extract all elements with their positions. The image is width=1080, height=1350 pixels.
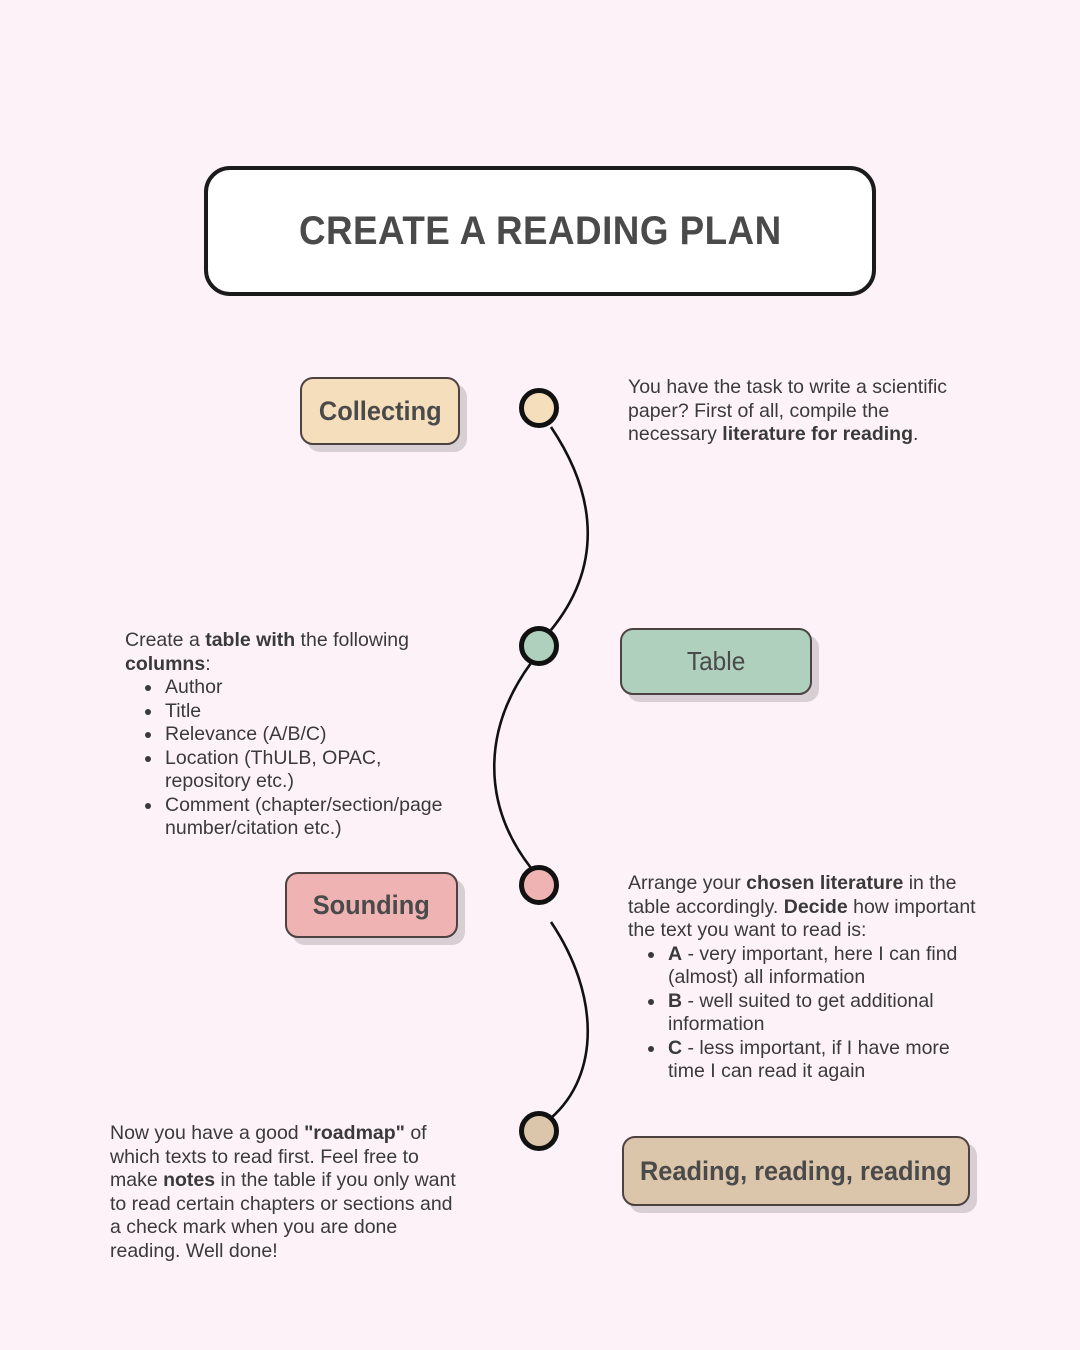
description-collecting-part-a: You have the task to write a scientific … — [628, 376, 948, 445]
description-reading-part-c: in the table if you only want to read ce… — [110, 1169, 456, 1262]
description-table-part-c: : — [205, 652, 211, 675]
description-sounding: Arrange your chosen literature in the ta… — [628, 872, 990, 1084]
step-label-sounding: Sounding — [285, 872, 458, 938]
step-label-collecting: Collecting — [300, 377, 460, 445]
timeline-node-sounding — [519, 865, 559, 905]
step-label-reading: Reading, reading, reading — [622, 1136, 970, 1206]
list-item: Author — [163, 676, 465, 700]
description-collecting-emphasis: literature for reading — [722, 423, 914, 445]
connector-segment-1 — [549, 426, 590, 631]
description-table-list: Author Title Relevance (A/B/C) Location … — [125, 676, 465, 841]
description-table-paragraph: Create a table with the following column… — [125, 629, 465, 676]
timeline-node-collecting — [519, 388, 559, 428]
list-item: B - well suited to get additional inform… — [666, 990, 990, 1037]
description-table-emphasis-2: columns — [125, 652, 206, 675]
description-table-part-a: Create a — [125, 629, 206, 651]
description-table-emphasis-1: table with — [205, 629, 296, 651]
step-label-collecting-text: Collecting — [318, 395, 442, 426]
step-label-sounding-text: Sounding — [312, 889, 431, 920]
description-reading: Now you have a good "roadmap" of which t… — [110, 1122, 462, 1263]
list-item: Location (ThULB, OPAC, repository etc.) — [163, 747, 465, 794]
description-sounding-part-a: Arrange your — [628, 872, 747, 894]
description-collecting-part-b: . — [913, 423, 919, 445]
list-item-text: - well suited to get additional informat… — [668, 989, 934, 1036]
timeline-node-reading — [519, 1111, 559, 1151]
description-table: Create a table with the following column… — [125, 629, 465, 841]
page-title-box: CREATE A READING PLAN — [204, 166, 876, 296]
description-sounding-part-b: in the table accordingly. — [628, 872, 957, 918]
connector-segment-3 — [549, 921, 590, 1119]
description-table-part-b: the following — [295, 629, 409, 651]
description-reading-paragraph: Now you have a good "roadmap" of which t… — [110, 1122, 462, 1263]
list-item-key: B — [668, 989, 683, 1012]
connector-segment-2 — [492, 662, 533, 869]
description-reading-emphasis-2: notes — [163, 1169, 216, 1191]
list-item: Title — [163, 700, 465, 724]
timeline-node-table — [519, 626, 559, 666]
list-item: C - less important, if I have more time … — [666, 1037, 990, 1084]
step-label-table: Table — [620, 628, 812, 695]
list-item-text: - less important, if I have more time I … — [668, 1036, 950, 1083]
list-item: Comment (chapter/section/page number/cit… — [163, 794, 465, 841]
description-reading-part-a: Now you have a good — [110, 1122, 305, 1144]
step-label-table-text: Table — [686, 646, 746, 676]
description-sounding-emphasis-2: Decide — [783, 895, 848, 918]
list-item: A - very important, here I can find (alm… — [666, 943, 990, 990]
description-collecting: You have the task to write a scientific … — [628, 376, 980, 447]
description-sounding-paragraph: Arrange your chosen literature in the ta… — [628, 872, 990, 943]
description-sounding-emphasis-1: chosen literature — [746, 872, 904, 894]
page-title: CREATE A READING PLAN — [298, 208, 782, 253]
description-reading-emphasis-1: "roadmap" — [304, 1122, 405, 1144]
list-item-key: C — [668, 1036, 683, 1059]
list-item: Relevance (A/B/C) — [163, 723, 465, 747]
list-item-key: A — [668, 942, 683, 965]
description-reading-part-b: of which texts to read first. Feel free … — [110, 1122, 427, 1191]
description-sounding-list: A - very important, here I can find (alm… — [628, 943, 990, 1084]
list-item-text: - very important, here I can find (almos… — [668, 942, 958, 989]
description-collecting-paragraph: You have the task to write a scientific … — [628, 376, 980, 447]
description-sounding-part-c: how important the text you want to read … — [628, 895, 976, 942]
step-label-reading-text: Reading, reading, reading — [640, 1155, 952, 1186]
